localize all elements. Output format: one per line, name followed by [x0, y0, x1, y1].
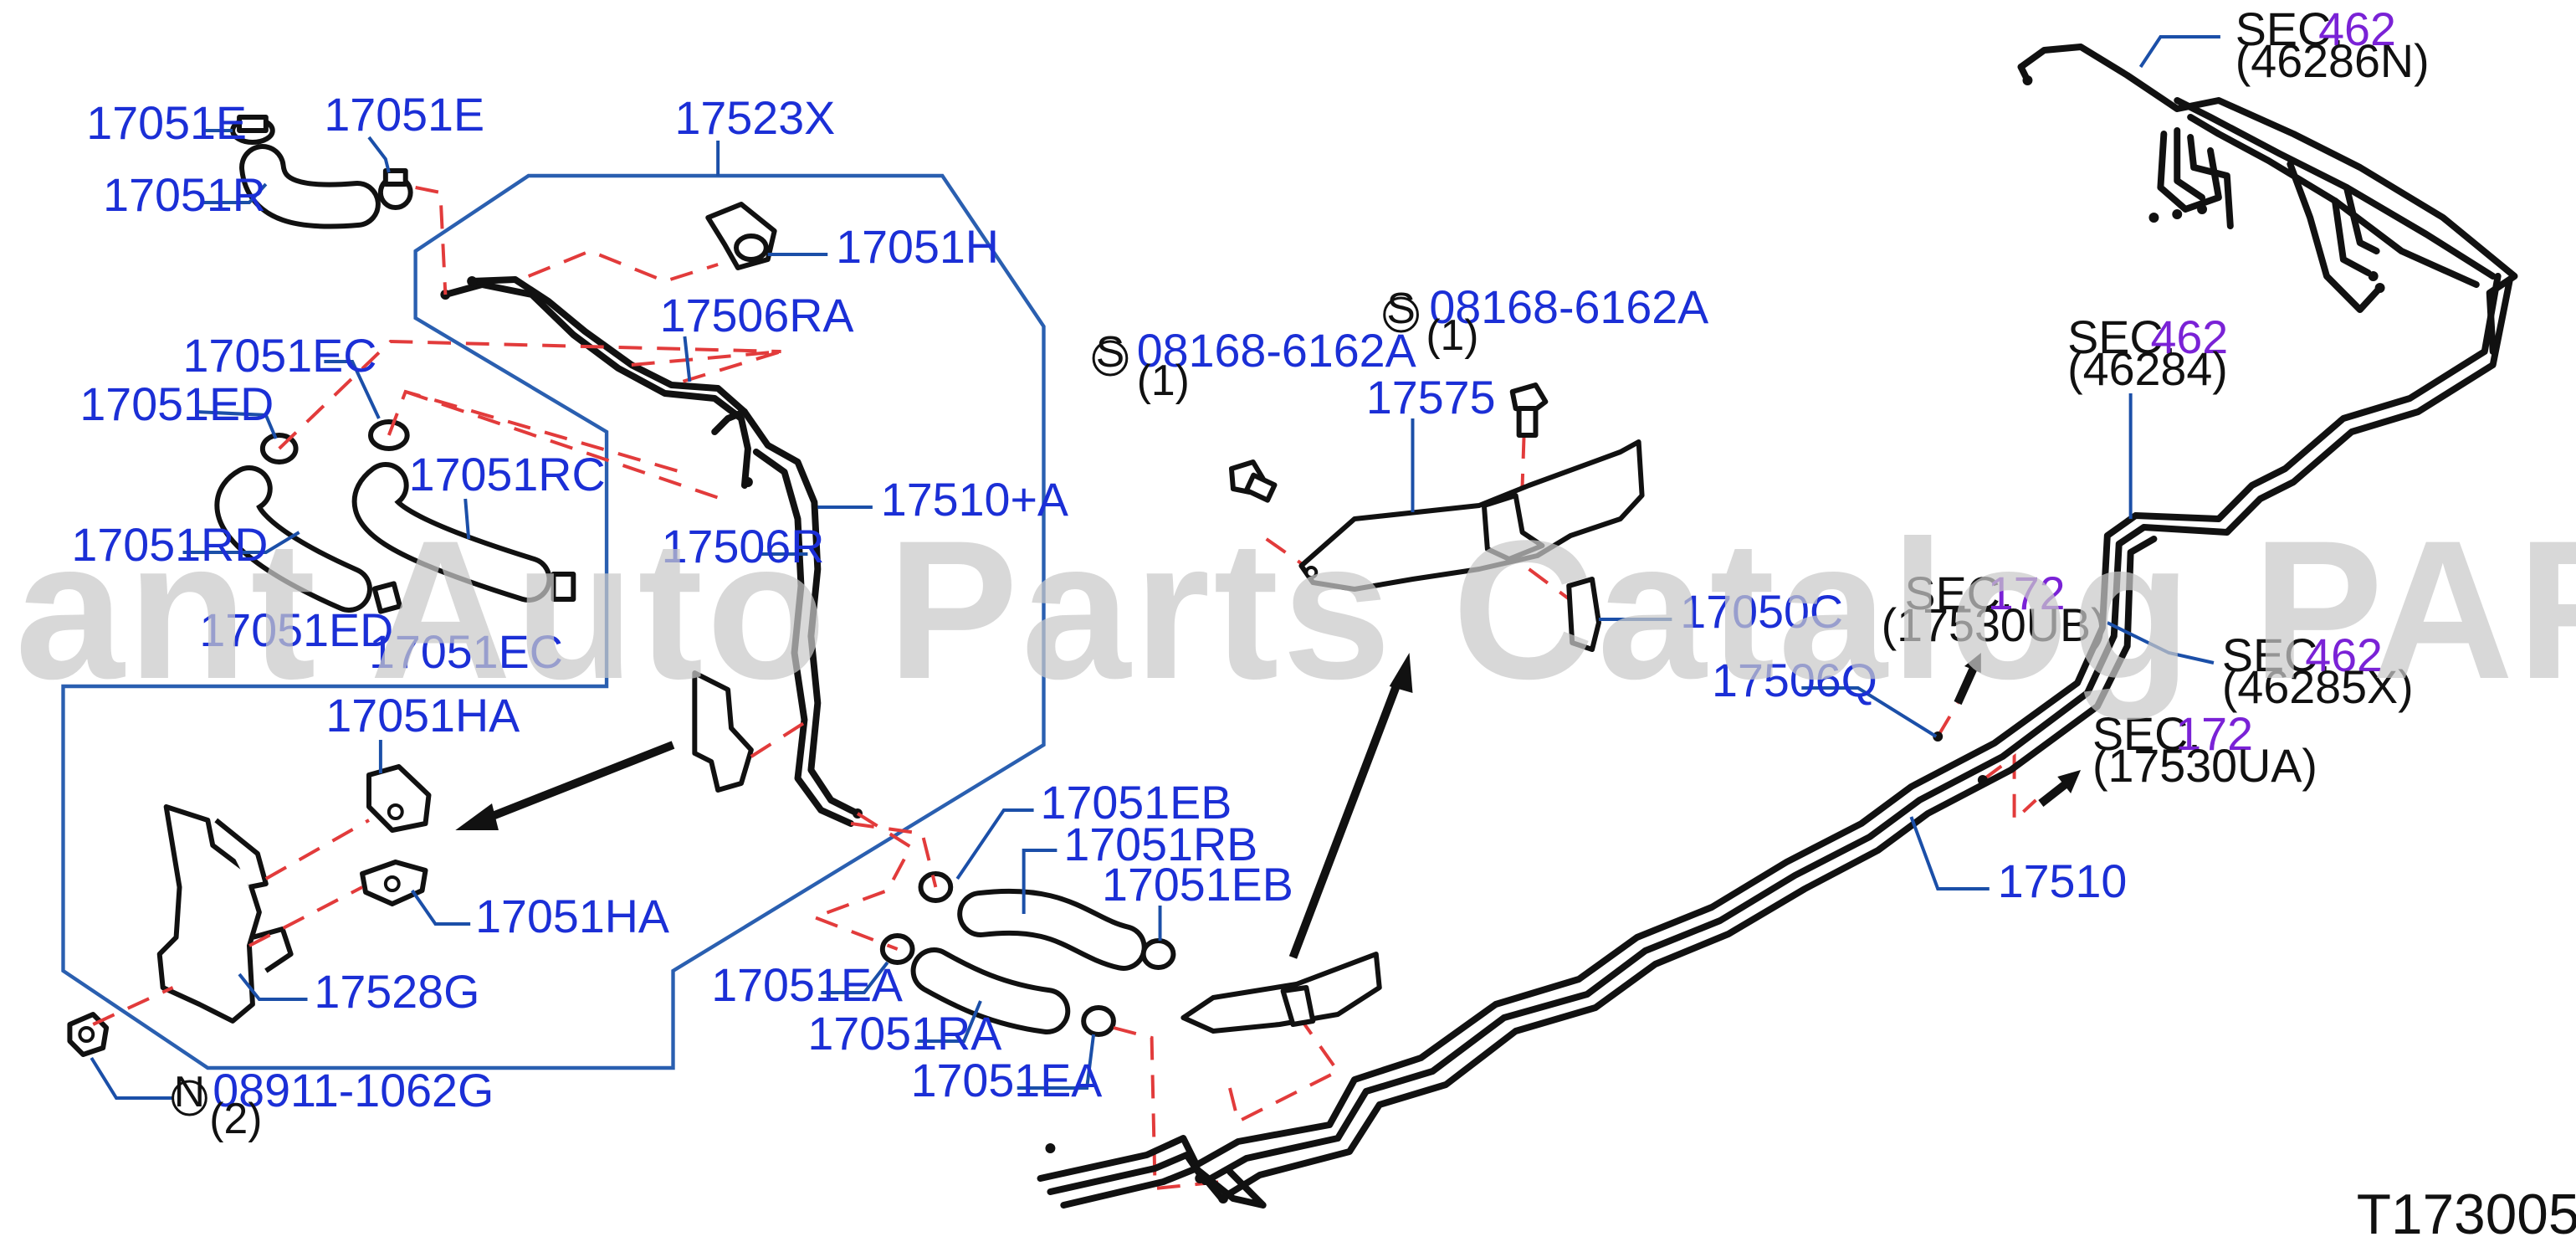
label-17506Q[interactable]: 17506Q: [1712, 654, 1877, 706]
watermark: Offers Merchant Auto Parts Catalog PARTS…: [0, 499, 2576, 720]
label-17506RA[interactable]: 17506RA: [660, 289, 855, 341]
pipe-17506RA: [440, 276, 863, 827]
label-17051HA-upper[interactable]: 17051HA: [325, 689, 520, 742]
hose-17051RB: [957, 888, 1147, 971]
pipe-rear-cluster: [2017, 44, 2518, 355]
arrow-to-sec-172-17530UB: [1954, 653, 1981, 706]
svg-text:N: N: [174, 1067, 205, 1116]
clamp-17051EC: [367, 419, 410, 451]
bolt-08168-6162A-right: [1509, 382, 1549, 438]
bracket-17575: [1298, 439, 1645, 592]
label-17051EA-upper[interactable]: 17051EA: [711, 958, 904, 1011]
label-17051RC[interactable]: 17051RC: [409, 448, 606, 500]
clamp-17051E-right: [377, 168, 413, 210]
svg-text:S: S: [1096, 327, 1124, 376]
svg-text:172: 172: [2175, 707, 2253, 760]
label-17051RA[interactable]: 17051RA: [807, 1007, 1002, 1060]
label-17575[interactable]: 17575: [1366, 371, 1496, 423]
svg-text:SEC.: SEC.: [1904, 567, 2013, 619]
arrow-to-bracket-detail: [455, 741, 675, 830]
section-ref-462-46284[interactable]: SEC. 462 (46284): [2067, 310, 2228, 395]
svg-text:SEC.: SEC.: [2235, 3, 2344, 55]
bracket-middle: [692, 670, 754, 793]
svg-text:(46284): (46284): [2067, 342, 2228, 395]
hose-17051RC: [351, 462, 552, 603]
label-17051R[interactable]: 17051R: [103, 168, 266, 221]
svg-text:SEC.: SEC.: [2092, 707, 2201, 760]
section-ref-462-46286N[interactable]: SEC. 462 (46286N): [2235, 3, 2430, 87]
hose-17051RA: [910, 947, 1071, 1034]
svg-text:(46286N): (46286N): [2235, 34, 2430, 87]
svg-text:(17530UA): (17530UA): [2092, 739, 2317, 792]
svg-text:462: 462: [2318, 3, 2396, 55]
label-08168-6162A-left[interactable]: 08168-6162A: [1137, 324, 1417, 377]
qty-08168-6162A-right: (1): [1426, 310, 1478, 359]
svg-text:(46285X): (46285X): [2222, 660, 2414, 713]
label-17051RB[interactable]: 17051RB: [1063, 818, 1257, 870]
svg-text:462: 462: [2150, 310, 2228, 363]
svg-text:SEC.: SEC.: [2222, 629, 2331, 681]
circle-mark-S-left: S: [1092, 327, 1129, 377]
nut-08911-1062G: [67, 1012, 110, 1057]
label-17050C[interactable]: 17050C: [1680, 585, 1843, 638]
clip-17051HA-lower: [360, 860, 428, 906]
leader-lines: [90, 35, 2220, 1100]
arrow-to-center-bracket: [1288, 653, 1413, 959]
circle-mark-N: N: [172, 1067, 207, 1116]
bolt-08168-6162A-left: [1228, 459, 1278, 503]
hose-17051R: [239, 144, 381, 229]
label-17051EC-lower[interactable]: 17051EC: [369, 625, 563, 678]
diagram-code: T173005Q: [2357, 1183, 2576, 1242]
label-17051EC[interactable]: 17051EC: [183, 329, 377, 382]
arrow-to-sec-172-17530UA: [2038, 770, 2082, 807]
label-17051EB-lower[interactable]: 17051EB: [1102, 858, 1293, 911]
qty-08168-6162A-left: (1): [1137, 356, 1190, 404]
clamp-17051E-top: [230, 115, 275, 145]
label-17528G[interactable]: 17528G: [314, 965, 479, 1018]
clip-17051HA-upper: [366, 764, 432, 833]
label-08911-1062G[interactable]: 08911-1062G: [213, 1064, 494, 1116]
hose-17051RD: [214, 465, 372, 613]
label-17510[interactable]: 17510: [1998, 855, 2128, 907]
label-17051E-right[interactable]: 17051E: [324, 88, 484, 141]
label-17051HA-lower[interactable]: 17051HA: [475, 890, 670, 942]
label-17506R[interactable]: 17506R: [662, 520, 825, 572]
clip-17050C: [1566, 577, 1601, 652]
label-17051RD[interactable]: 17051RD: [71, 518, 268, 571]
label-17051E-top[interactable]: 17051E: [86, 96, 247, 149]
clamp-17051EB-right: [1140, 938, 1176, 970]
label-17051EB-upper[interactable]: 17051EB: [1041, 776, 1232, 829]
section-ref-172-17530UB[interactable]: SEC. 172 (17530UB): [1882, 567, 2107, 651]
clamp-17051EA-right: [1081, 1005, 1116, 1037]
bracket-lower: [1180, 952, 1382, 1034]
group-box-pipe-assembly: [61, 173, 1046, 1070]
section-ref-172-17530UA[interactable]: SEC. 172 (17530UA): [2092, 707, 2317, 792]
clamp-17051ED-lower: [371, 581, 402, 614]
svg-text:462: 462: [2305, 629, 2383, 681]
bracket-17528G: [156, 804, 294, 1024]
svg-text:(17530UB): (17530UB): [1882, 598, 2107, 651]
circle-mark-S-right: S: [1383, 284, 1419, 333]
section-ref-462-46285X[interactable]: SEC. 462 (46285X): [2222, 629, 2414, 713]
label-17051H[interactable]: 17051H: [836, 220, 999, 273]
label-17051ED[interactable]: 17051ED: [79, 377, 274, 430]
clip-17051H: [705, 202, 777, 270]
label-17523X[interactable]: 17523X: [674, 91, 835, 144]
label-17510A[interactable]: 17510+A: [881, 473, 1069, 526]
svg-text:S: S: [1386, 284, 1415, 332]
label-17051EA-lower[interactable]: 17051EA: [911, 1054, 1104, 1106]
label-08168-6162A-right[interactable]: 08168-6162A: [1429, 280, 1709, 333]
label-17051ED-lower[interactable]: 17051ED: [199, 603, 393, 656]
svg-text:172: 172: [1988, 567, 2066, 619]
svg-text:SEC.: SEC.: [2067, 310, 2176, 363]
clamp-17051EC-lower: [551, 572, 576, 602]
pipe-17510-main: [1037, 273, 2513, 1209]
dashed-connections: [92, 186, 2037, 1191]
qty-08911-1062G: (2): [209, 1094, 262, 1142]
